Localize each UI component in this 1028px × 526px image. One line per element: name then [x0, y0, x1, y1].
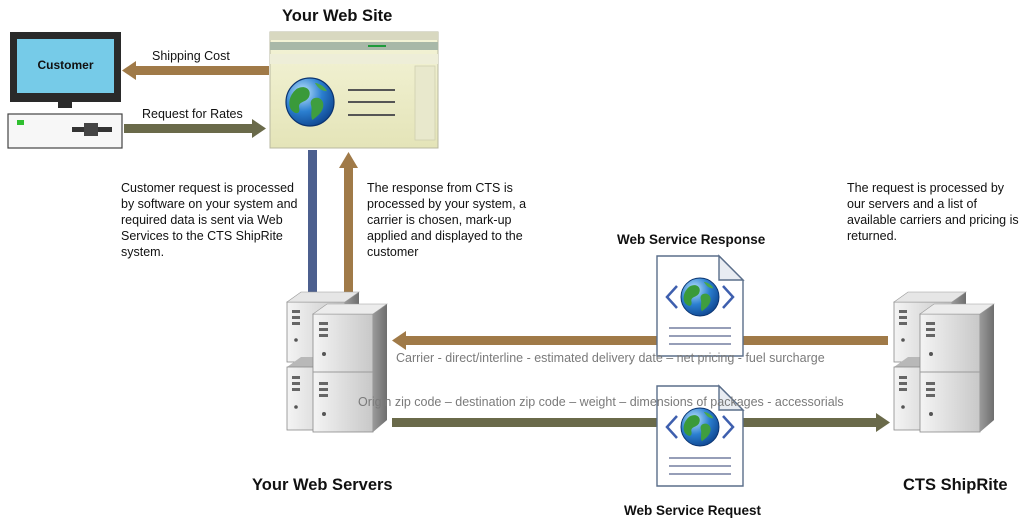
- site-to-servers-arrow: [303, 150, 322, 312]
- website-page: [269, 31, 439, 149]
- power-led: [17, 120, 24, 125]
- response-arrow: [392, 331, 888, 350]
- drive-button: [84, 123, 98, 136]
- ws-response-label: Web Service Response: [617, 232, 766, 247]
- shiprite-title: CTS ShipRite: [903, 476, 1008, 494]
- shipping-cost-label: Shipping Cost: [152, 49, 230, 63]
- request-for-rates-arrow: [124, 119, 266, 138]
- web-servers-title: Your Web Servers: [252, 476, 393, 494]
- request-processed-note: The request is processed by our servers …: [847, 181, 1019, 243]
- shipping-cost-arrow: [122, 61, 269, 80]
- customer-request-note: Customer request is processed by softwar…: [121, 181, 298, 259]
- servers-to-site-arrow: [339, 152, 358, 300]
- request-flow-text: Origin zip code – destination zip code –…: [358, 395, 844, 409]
- customer-computer: [7, 32, 123, 149]
- globe-icon: [286, 78, 334, 126]
- website-title: Your Web Site: [282, 7, 393, 25]
- monitor-neck: [58, 102, 72, 108]
- web-service-response-icon: [657, 256, 743, 356]
- ws-request-label: Web Service Request: [624, 503, 762, 518]
- cts-response-note: The response from CTS is processed by yo…: [367, 181, 527, 259]
- customer-label: Customer: [37, 58, 94, 72]
- request-for-rates-label: Request for Rates: [142, 107, 243, 121]
- response-flow-text: Carrier - direct/interline - estimated d…: [396, 351, 825, 365]
- cts-shiprite-servers-icon: [893, 291, 995, 433]
- monitor-screen: [17, 39, 114, 93]
- your-web-servers-icon: [286, 291, 388, 433]
- request-arrow: [392, 413, 890, 432]
